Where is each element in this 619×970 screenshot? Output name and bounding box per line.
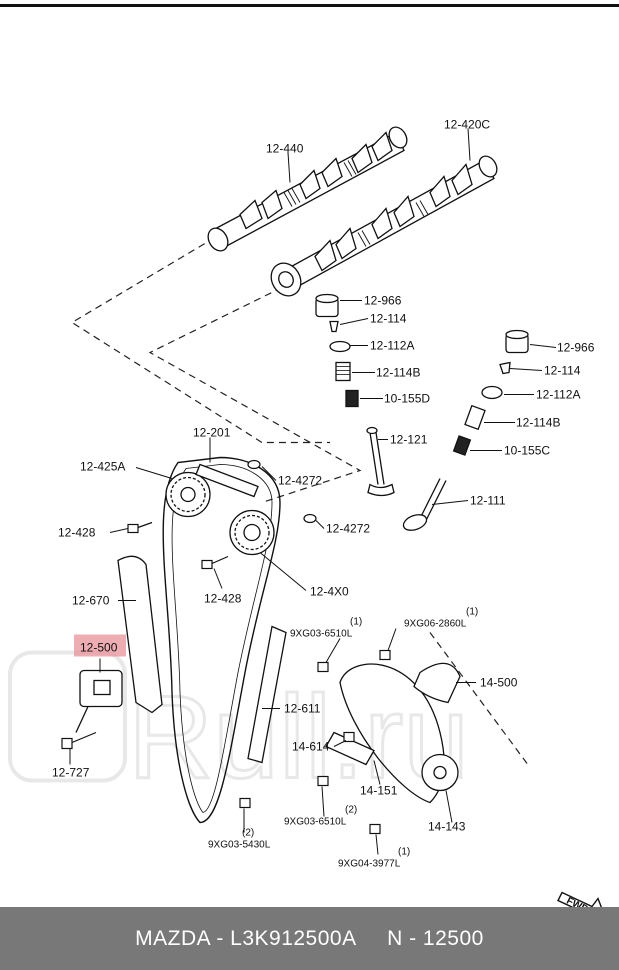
label-12-111: 12-111 [470,494,506,508]
sprocket-bolts [127,521,229,570]
leader-lines [69,128,557,855]
label-9xg06-2860l: 9XG06-2860L [404,619,467,630]
label-12-4272-b: 12-4272 [326,522,370,536]
upper-chain-guide [195,463,259,498]
intake-camshaft [207,126,408,252]
label-12-4x0: 12-4X0 [310,585,349,599]
label-12-727: 12-727 [52,766,90,780]
label-14-614: 14-614 [292,740,330,754]
label-qty-9xg04-3977l: (1) [398,847,410,858]
label-12-114b-a: 12-114B [376,366,420,380]
oil-pump-chain-assembly [325,662,461,804]
label-14-500: 14-500 [480,676,518,690]
misc-bolts [239,649,391,835]
part-highlight [74,634,126,657]
svg-text:Rull.ru: Rull.ru [128,672,469,804]
label-12-500: 12-500 [80,641,118,655]
label-12-114b-b: 12-114B [516,416,560,430]
label-12-611: 12-611 [284,702,321,716]
label-10-155c: 10-155C [504,444,550,458]
exhaust-camshaft [270,155,498,297]
vvt-actuator [229,509,275,556]
label-qty-9xg03-5430l: (2) [242,828,254,839]
label-12-966-b: 12-966 [557,341,595,355]
label-qty-9xg03-6510l-a: (1) [350,617,362,628]
label-12-420c: 12-420C [444,118,490,132]
valve-parts-intake [315,293,395,497]
label-qty-9xg03-6510l-b: (2) [345,805,357,816]
label-10-155d: 10-155D [384,392,430,406]
label-9xg03-6510l-b: 9XG03-6510L [284,817,347,828]
label-12-4272-a: 12-4272 [278,474,322,488]
dashed-guide-lines [70,236,531,768]
label-9xg04-3977l: 9XG04-3977L [338,859,401,870]
tensioner-bolt [61,731,97,750]
part-number-footer: MAZDA - L3K912500A N - 12500 [0,907,619,970]
washers [247,459,317,524]
label-12-440: 12-440 [266,142,304,156]
top-border-line [0,4,619,7]
label-14-151: 14-151 [360,784,398,798]
label-12-112a-b: 12-112A [536,388,580,402]
label-12-966-a: 12-966 [364,294,402,308]
part-labels: 12-440 12-420C 12-966 12-114 12-112A 12-… [52,118,595,870]
tensioner-arm [117,555,163,714]
timing-chain [162,456,281,824]
label-12-114-b: 12-114 [544,364,581,378]
label-qty-9xg06-2860l: (1) [466,607,478,618]
label-12-121: 12-121 [390,433,428,447]
label-12-425a: 12-425A [80,460,125,474]
label-12-201: 12-201 [193,426,231,440]
label-9xg03-5430l: 9XG03-5430L [208,840,271,851]
chain-guide [247,625,287,764]
footer-text: MAZDA - L3K912500A N - 12500 [135,927,484,950]
intake-sprocket [165,471,211,518]
label-12-114-a: 12-114 [370,312,407,326]
label-14-143: 14-143 [428,820,466,834]
label-12-670: 12-670 [72,594,110,608]
label-12-428-b: 12-428 [204,592,242,606]
chain-tensioner [74,634,126,733]
valve-parts-exhaust [402,329,529,531]
label-12-112a-a: 12-112A [370,339,414,353]
label-9xg03-6510l-a: 9XG03-6510L [290,629,353,640]
label-12-428-a: 12-428 [58,526,96,540]
watermark: Rull.ru [8,650,470,805]
